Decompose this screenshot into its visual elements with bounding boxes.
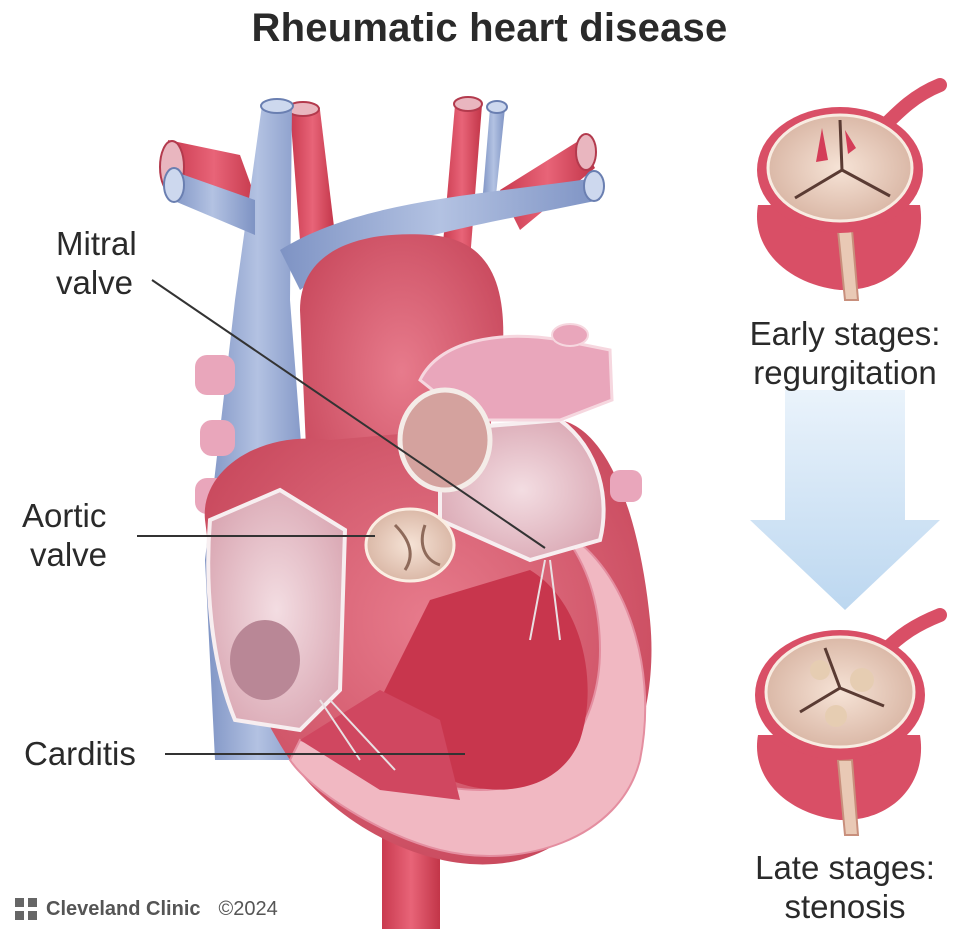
brand-name: Cleveland Clinic (46, 898, 201, 921)
mitral-label-line2: valve (56, 263, 137, 302)
carditis-label: Carditis (24, 734, 136, 773)
cleveland-clinic-logo-icon (14, 897, 38, 921)
mitral-label-line1: Mitral (56, 224, 137, 263)
copyright: ©2024 (219, 898, 278, 921)
late-stage-line1: Late stages: (725, 848, 965, 887)
late-stage-caption: Late stages: stenosis (725, 848, 965, 926)
footer: Cleveland Clinic ©2024 (14, 897, 278, 921)
mitral-valve-label: Mitral valve (56, 224, 137, 302)
early-stage-caption: Early stages: regurgitation (720, 314, 970, 392)
late-stage-line2: stenosis (725, 887, 965, 926)
early-stage-line1: Early stages: (720, 314, 970, 353)
early-stage-line2: regurgitation (720, 353, 970, 392)
late-stage-valve (755, 615, 940, 835)
aortic-valve-label: Aortic valve (22, 496, 107, 574)
progression-arrow (750, 390, 940, 610)
aortic-label-line1: Aortic (22, 496, 107, 535)
early-stage-valve (757, 85, 940, 300)
aortic-label-line2: valve (22, 535, 107, 574)
